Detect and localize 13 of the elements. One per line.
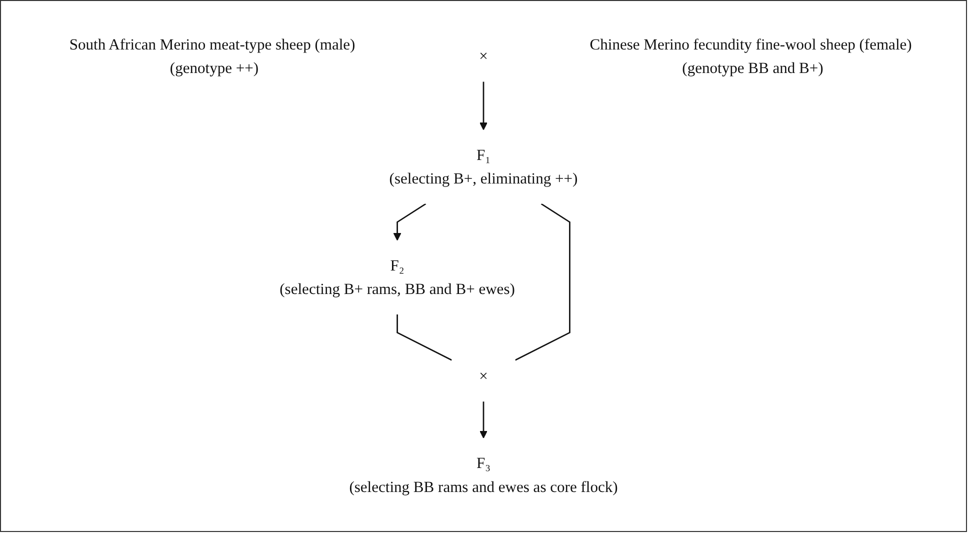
node-text: Chinese Merino fecundity fine-wool sheep (female) (genotype BB and B+): [590, 36, 912, 77]
arrow: [479, 82, 488, 130]
node-text: ×: [479, 48, 488, 66]
node-text: South African Merino meat-type sheep (male) (genotype ++): [69, 36, 356, 77]
node-text: F₃ (selecting BB rams and ewes as core flock): [349, 454, 618, 496]
breeding-scheme-diagram: South African Merino meat-type sheep (male) (genotype ++) × Chinese Merino fecundity fine-wool sheep (female) (genotype BB and B+) F₁ (selecting B+, eliminating ++) F₂ (selecting B+ rams, BB and B+ ewes) × F₃ (selecting BB rams and ewes as core flock): [6, 12, 961, 520]
node-text: F₂ (selecting B+ rams, BB and B+ ewes): [280, 257, 515, 298]
arrow: [393, 204, 426, 241]
node-text: ×: [479, 368, 488, 385]
arrow: [479, 402, 488, 439]
node-text: F₁ (selecting B+, eliminating ++): [389, 146, 578, 188]
connector: [396, 314, 452, 362]
connector: [514, 204, 570, 362]
